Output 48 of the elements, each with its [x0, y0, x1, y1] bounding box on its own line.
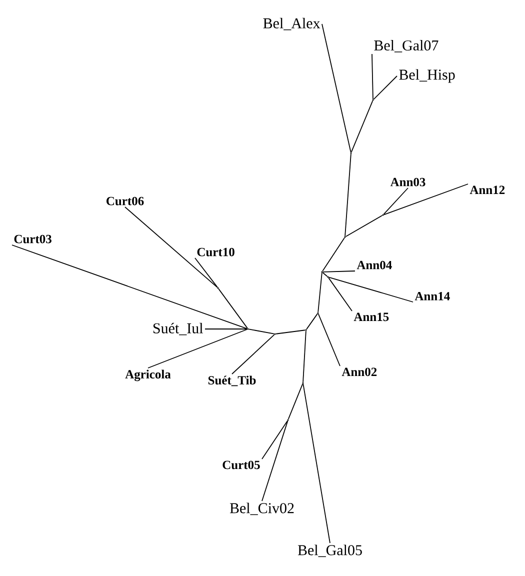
tree-branch	[194, 258, 218, 288]
tree-branch	[322, 270, 356, 272]
tree-branch	[328, 276, 414, 302]
tree-branch	[372, 54, 374, 100]
tree-branch	[302, 384, 330, 544]
tree-branch	[302, 330, 306, 382]
tree-branch	[318, 313, 340, 366]
leaf-label: Bel_Gal07	[374, 40, 438, 52]
tree-branch	[350, 100, 374, 153]
leaf-label: Bel_Hisp	[399, 69, 455, 83]
leaf-label: Bel_Alex	[263, 18, 320, 30]
tree-branch	[344, 154, 352, 236]
tree-branch	[322, 272, 328, 277]
tree-branch	[373, 76, 398, 100]
tree-branch	[345, 215, 383, 237]
leaf-label: Agricola	[125, 370, 171, 382]
leaf-label: Ann04	[356, 260, 392, 270]
tree-branch	[232, 334, 275, 374]
tree-branch	[248, 328, 274, 334]
leaf-label: Ann14	[414, 292, 450, 300]
leaf-label: Bel_Gal05	[298, 544, 362, 558]
tree-branch	[328, 277, 352, 312]
tree-branch	[318, 272, 322, 312]
tree-branch	[262, 420, 288, 460]
tree-branch	[306, 313, 318, 330]
leaf-label: Bel_Civ02	[230, 502, 294, 516]
leaf-label: Ann03	[390, 178, 426, 186]
leaf-label: Curt10	[197, 248, 234, 256]
tree-branch	[383, 184, 468, 216]
leaf-label: Ann02	[342, 368, 377, 376]
tree-branch	[124, 206, 218, 288]
tree-branch	[204, 328, 248, 330]
leaf-label: Curt05	[222, 460, 260, 470]
tree-branch	[218, 288, 248, 329]
tree-branch	[288, 383, 304, 420]
tree-branch	[148, 328, 248, 368]
tree-branch	[383, 188, 408, 215]
leaf-label: Ann12	[470, 186, 505, 194]
tree-branch	[322, 237, 345, 272]
leaf-label: Suét_Iul	[153, 322, 203, 336]
tree-branch	[322, 24, 352, 152]
tree-branch	[262, 420, 288, 502]
leaf-label: Suét_Tib	[208, 376, 256, 386]
leaf-label: Ann15	[354, 312, 389, 322]
leaf-label: Curt06	[106, 196, 144, 206]
leaf-label: Curt03	[14, 234, 52, 244]
tree-branch	[276, 330, 306, 334]
tree-branch	[12, 244, 248, 330]
